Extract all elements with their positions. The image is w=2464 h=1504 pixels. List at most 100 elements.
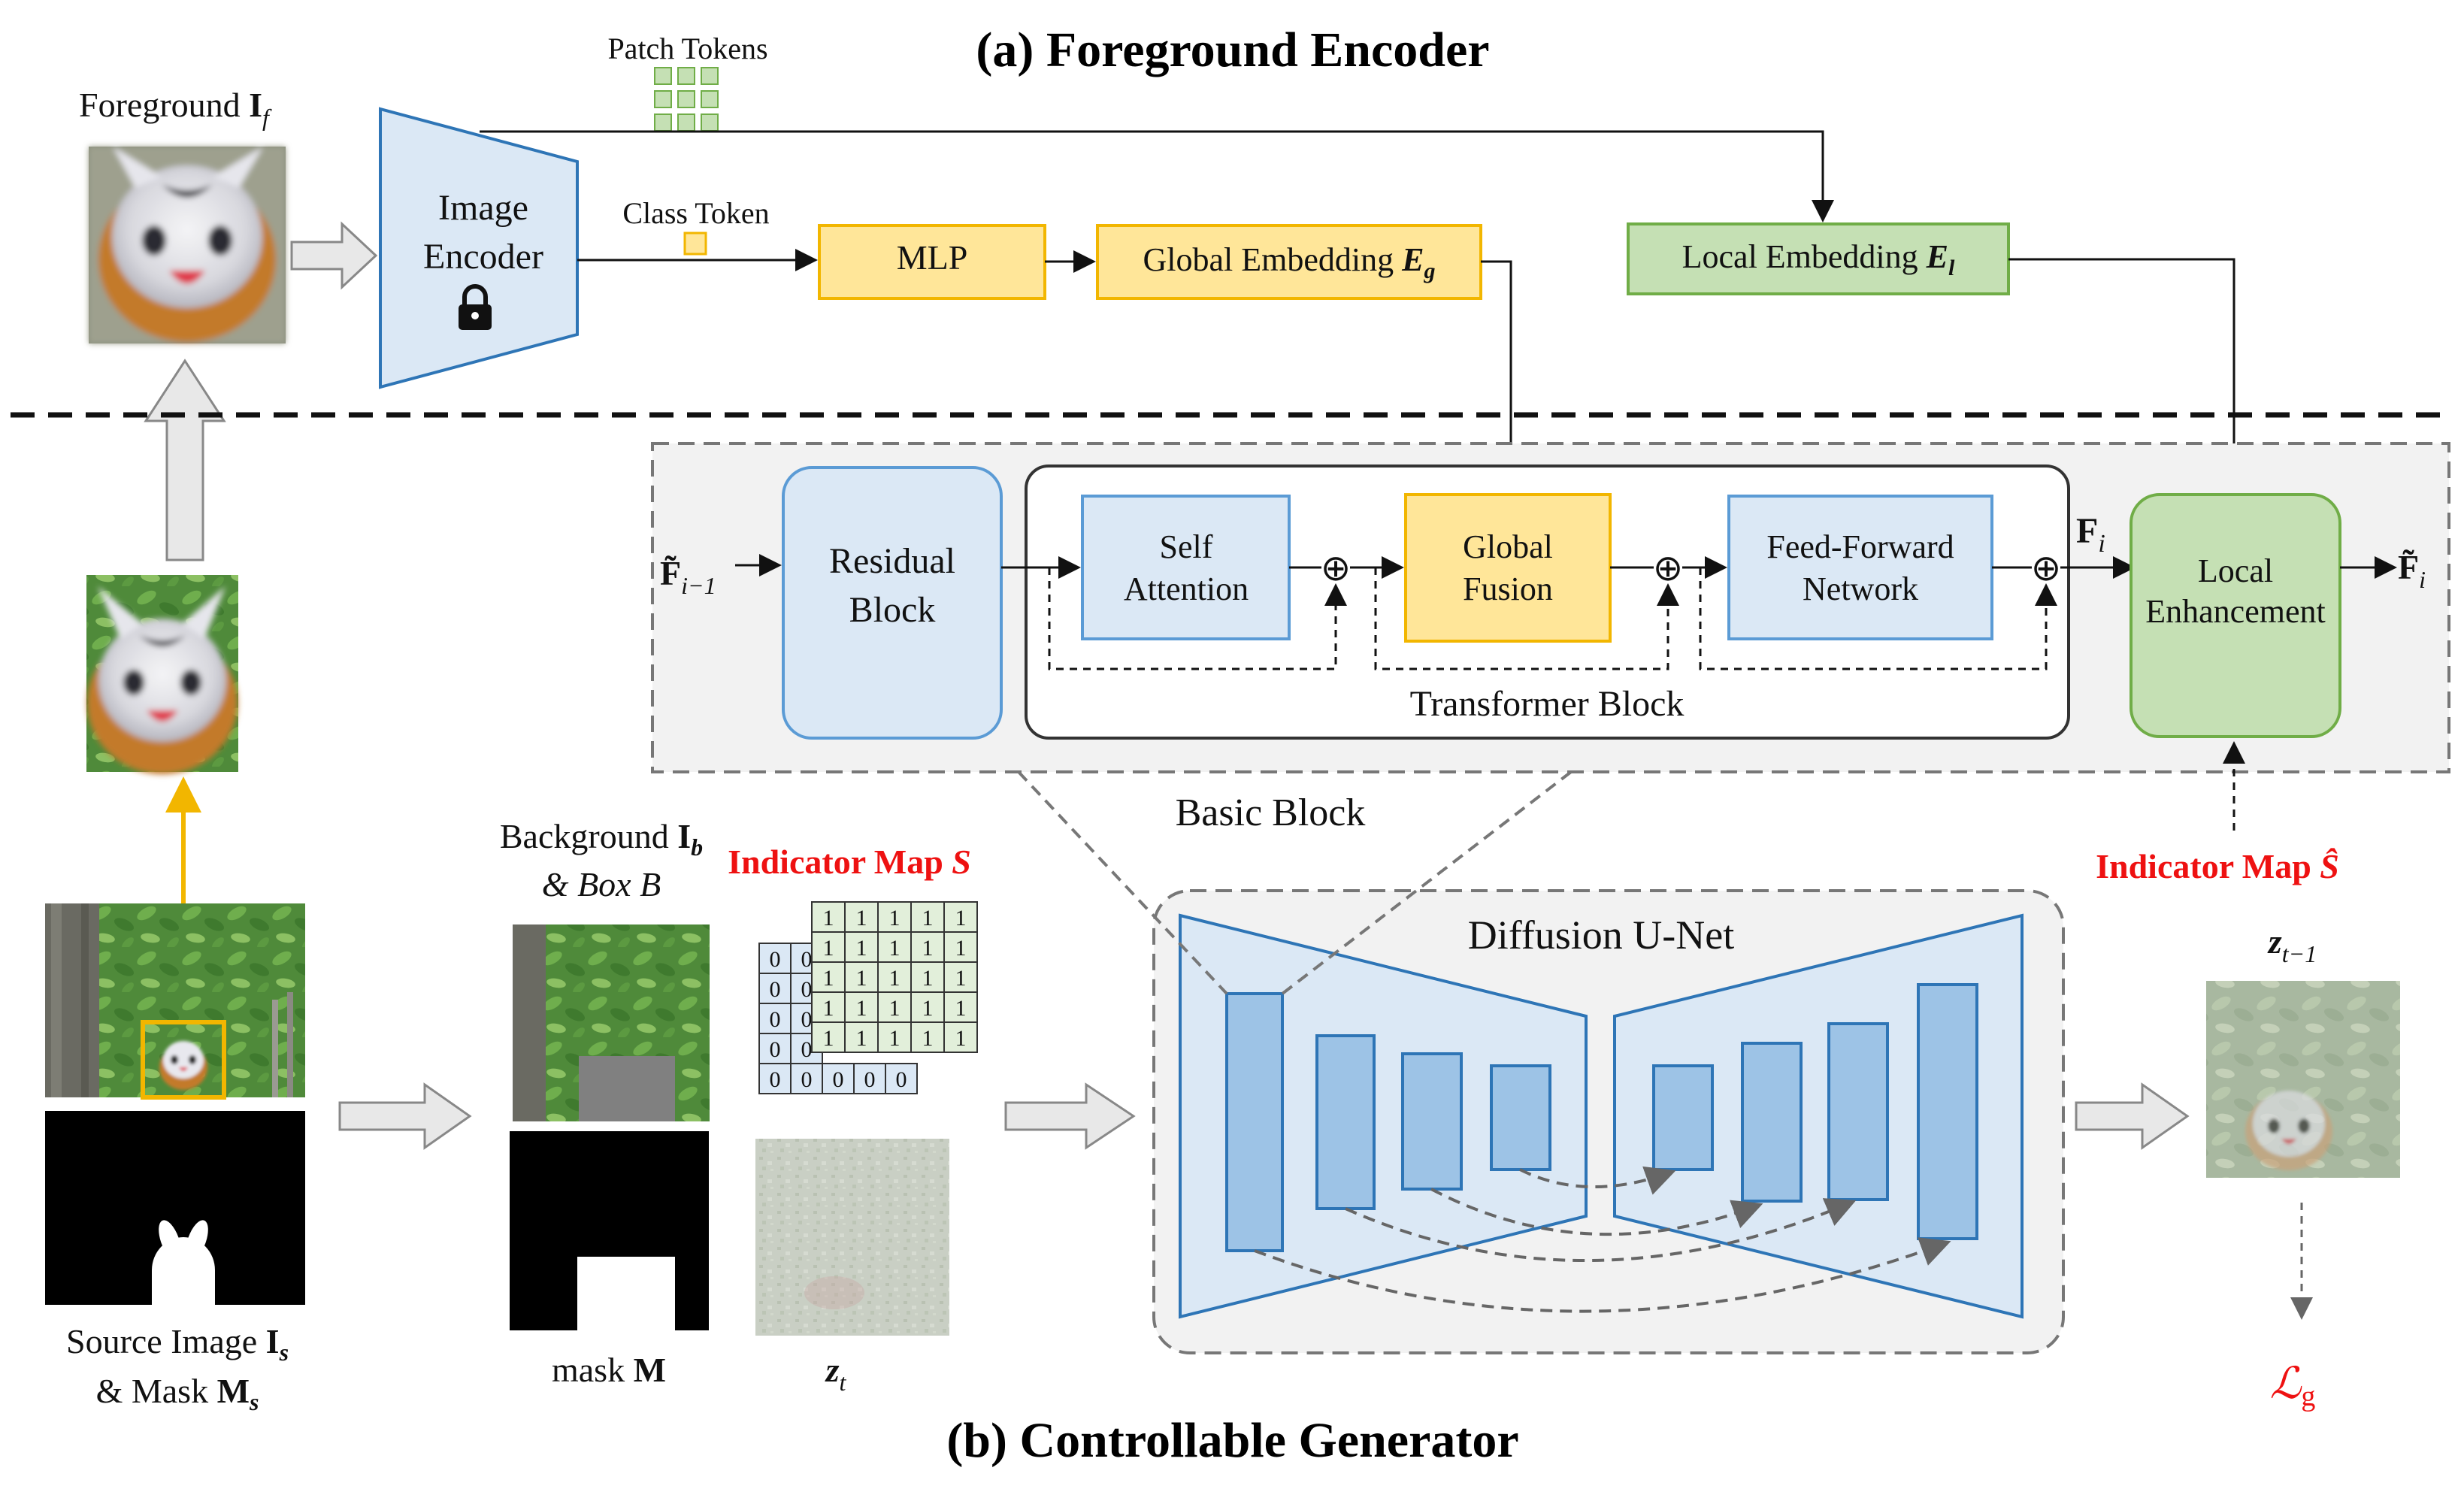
indicator-front-value: 1	[823, 996, 834, 1021]
indicator-front-value: 1	[922, 1026, 934, 1051]
patch-to-local-arrow	[480, 130, 1834, 222]
indicator-back-value: 0	[801, 1007, 813, 1032]
output-latent-image	[2206, 981, 2400, 1178]
indicator-front-value: 1	[823, 1026, 834, 1051]
foreground-image	[89, 147, 286, 343]
unet-down-block-2	[1315, 1034, 1376, 1210]
unet-down-block-1	[1225, 992, 1284, 1252]
indicator-front-cell	[844, 1021, 879, 1053]
skip-connection-3	[1699, 567, 2057, 670]
indicator-map-label: Indicator Map S	[728, 843, 971, 881]
indicator-front-value: 1	[856, 936, 867, 961]
indicator-back-value: 0	[833, 1067, 844, 1092]
indicator-front-cell	[877, 931, 912, 963]
indicator-front-value: 1	[955, 1026, 967, 1051]
source-foreground-thumbnail	[159, 1041, 207, 1090]
indicator-front-value: 1	[856, 966, 867, 991]
indicator-back-cell	[822, 1063, 855, 1094]
indicator-front-value: 1	[856, 906, 867, 931]
foreground-label: Foreground If	[79, 86, 272, 131]
indicator-front-value: 1	[922, 936, 934, 961]
local-embedding-label: Local Embedding El	[1682, 238, 1955, 280]
global-embedding-box	[1096, 224, 1482, 300]
patch-tokens-label: Patch Tokens	[607, 32, 767, 65]
indicator-back-value: 0	[770, 947, 781, 972]
plus-node-1: ⊕	[1321, 547, 1351, 589]
hollow-arrow-to-background	[338, 1082, 472, 1150]
indicator-front-cell	[877, 1021, 912, 1053]
indicator-front-value: 1	[922, 906, 934, 931]
indicator-front-value: 1	[955, 996, 967, 1021]
indicator-back-cell	[758, 943, 792, 974]
local-enhancement-label-2: Enhancement	[2145, 593, 2325, 630]
indicator-front-cell	[844, 991, 879, 1023]
indicator-front-cell	[811, 991, 846, 1023]
global-embedding-label: Global Embedding Eg	[1143, 241, 1436, 283]
noise-latent-image	[755, 1139, 949, 1336]
indicator-front-value: 1	[823, 906, 834, 931]
residual-label-1: Residual	[829, 541, 955, 581]
self-attention-box	[1081, 495, 1291, 640]
indicator-back-value: 0	[801, 1037, 813, 1062]
background-label-line2: & Box B	[542, 865, 661, 903]
indicator-back-value: 0	[770, 1007, 781, 1032]
indicator-front-cell	[877, 991, 912, 1023]
plus-node-3: ⊕	[2031, 547, 2061, 589]
self-attention-label-1: Self	[1160, 528, 1213, 565]
indicator-front-value: 1	[823, 966, 834, 991]
residual-block	[782, 466, 1003, 740]
mask-label: mask M	[552, 1351, 666, 1389]
indicator-front-cell	[910, 1021, 945, 1053]
class-token	[683, 232, 707, 256]
image-encoder-label-1: Image	[438, 188, 528, 228]
indicator-front-value: 1	[889, 906, 901, 931]
mlp-label: MLP	[897, 238, 968, 277]
zoom-line-left	[1017, 770, 1228, 995]
unet-up-block-4	[1917, 983, 1978, 1240]
ffn-box	[1727, 495, 1993, 640]
indicator-front-cell	[910, 961, 945, 993]
indicator-back-value: 0	[770, 1067, 781, 1092]
indicator-front-cell	[844, 901, 879, 933]
box-mask-image	[510, 1131, 709, 1330]
image-encoder-label-2: Encoder	[423, 237, 543, 277]
zt-label: zt	[825, 1351, 847, 1396]
generator-title: (b) Controllable Generator	[946, 1413, 1518, 1468]
indicator-front-cell	[877, 961, 912, 993]
image-encoder	[379, 107, 579, 389]
skip-connection-2	[1374, 567, 1679, 670]
unet-up-block-2	[1741, 1042, 1803, 1203]
class-token-label: Class Token	[622, 196, 769, 230]
basic-block-label: Basic Block	[1176, 791, 1366, 834]
encoder-title: (a) Foreground Encoder	[976, 23, 1489, 77]
zt1-label: zt−1	[2267, 922, 2317, 967]
indicator-front-cell	[811, 931, 846, 963]
indicator-front-value: 1	[922, 966, 934, 991]
unet-up-block-1	[1652, 1064, 1714, 1171]
patch-token-grid	[654, 67, 719, 132]
local-enhancement-box	[2130, 493, 2341, 738]
residual-label-2: Block	[849, 590, 936, 630]
indicator-back-value: 0	[896, 1067, 907, 1092]
hollow-arrow-up	[144, 359, 226, 561]
unet-blocks	[1225, 983, 1978, 1252]
local-embedding-box	[1627, 222, 2010, 295]
unet-label: Diffusion U-Net	[1468, 912, 1734, 958]
indicator-back-value: 0	[801, 977, 813, 1002]
transformer-block-label: Transformer Block	[1410, 684, 1685, 724]
loss-label: ℒg	[2270, 1359, 2316, 1412]
indicator-front-cell	[943, 1021, 978, 1053]
skip-connection-1	[1048, 567, 1347, 670]
source-mask	[45, 1111, 305, 1305]
indicator-front-value: 1	[856, 1026, 867, 1051]
zoom-line-right	[1281, 770, 1573, 995]
indicator-back-cell	[885, 1063, 918, 1094]
global-fusion-box	[1404, 493, 1612, 643]
lock-icon	[459, 284, 492, 330]
basic-block-input: F̃i−1	[660, 554, 716, 599]
indicator-front-cell	[811, 1021, 846, 1053]
source-bbox	[141, 1020, 226, 1100]
